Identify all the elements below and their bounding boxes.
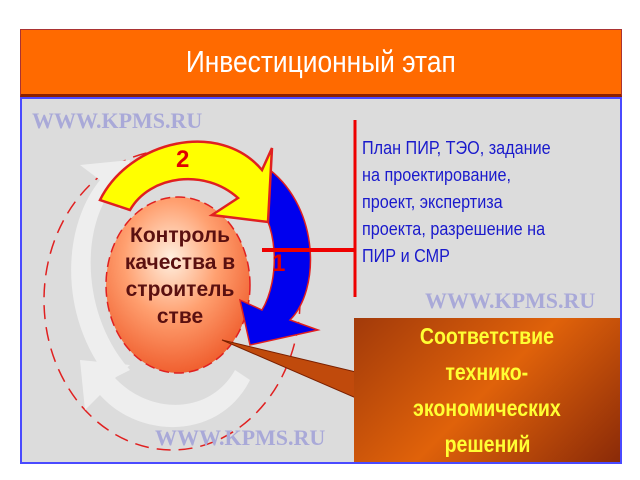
gray-arrow-bottom — [80, 360, 250, 428]
callout-line: Соответствие — [419, 323, 555, 349]
center-line: Контроль — [130, 224, 230, 247]
info-line: на проектирование, — [362, 165, 511, 185]
center-line: качества в — [124, 251, 236, 274]
slide-title: Инвестиционный этап — [186, 44, 456, 79]
gray-arrow-left — [71, 160, 130, 380]
blue-arrow-1 — [238, 168, 321, 346]
center-label: Контроль качества в строитель стве — [105, 222, 255, 330]
info-line: План ПИР, ТЭО, задание — [362, 138, 551, 158]
center-ellipse — [105, 196, 251, 374]
callout-line: решений — [444, 431, 530, 457]
info-text: План ПИР, ТЭО, задание на проектирование… — [362, 135, 551, 270]
watermark: WWW.KPMS.RU — [425, 288, 596, 313]
watermark: WWW.KPMS.RU — [155, 425, 326, 450]
watermark: WWW.KPMS.RU — [32, 108, 203, 133]
center-line: строитель — [125, 278, 235, 301]
header-bar: Инвестиционный этап — [20, 29, 622, 97]
callout-line: экономических — [413, 395, 561, 421]
callout-box: Соответствие технико- экономических реше… — [354, 318, 620, 462]
info-line: ПИР и СМР — [362, 246, 450, 266]
info-line: проекта, разрешение на — [362, 219, 546, 239]
step-1-label: 1 — [272, 250, 286, 277]
callout-line: технико- — [445, 359, 529, 385]
yellow-arrow-2 — [98, 140, 274, 224]
info-line: проект, экспертиза — [362, 192, 503, 212]
center-line: стве — [156, 305, 204, 328]
step-2-label: 2 — [176, 146, 190, 173]
